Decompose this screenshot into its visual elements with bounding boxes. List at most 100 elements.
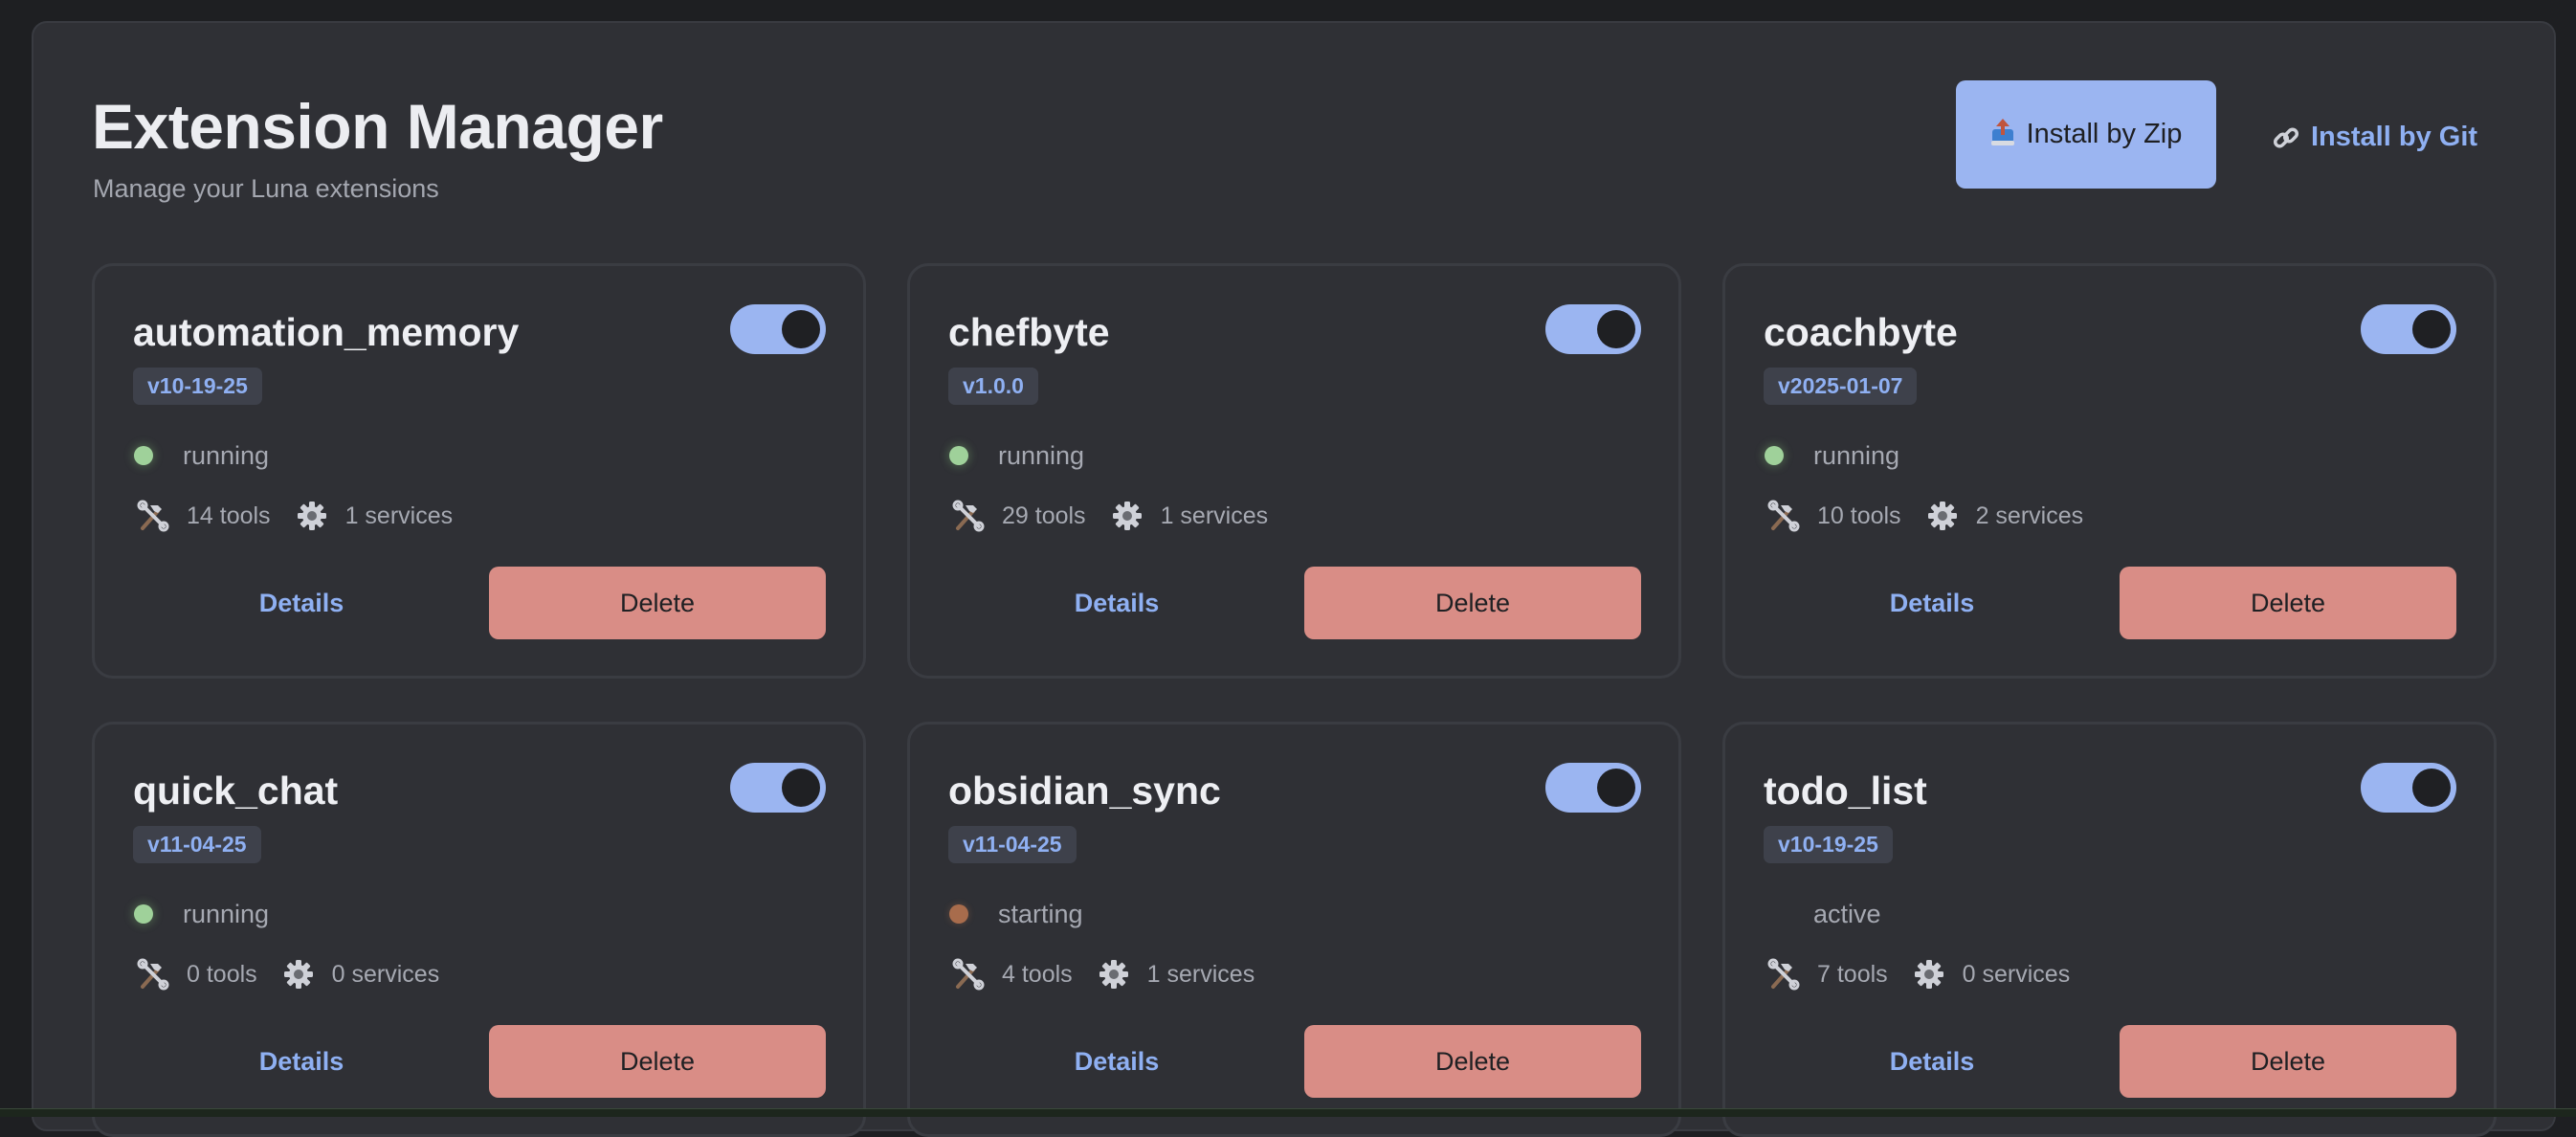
gear-icon [1098,958,1130,991]
status-row: running [1764,439,1899,472]
stats-row: 10 tools 2 services [1767,500,2108,532]
status-dot-icon [1765,446,1784,465]
gear-icon [1913,958,1945,991]
status-dot-icon [1765,904,1784,924]
version-badge: v10-19-25 [133,368,262,405]
stats-row: 4 tools 1 services [952,958,1279,991]
extension-card: automation_memory v10-19-25 running 14 t… [92,263,866,679]
status-row: starting [948,898,1083,930]
services-count: 1 services [1146,960,1255,988]
extension-card: todo_list v10-19-25 active 7 tools 0 ser… [1722,722,2497,1137]
extension-name: obsidian_sync [948,769,1221,813]
status-dot-icon [134,904,153,924]
hammer-wrench-icon [137,958,169,991]
details-button[interactable]: Details [1764,1025,2100,1098]
status-row: running [133,439,269,472]
status-dot-icon [949,904,968,924]
delete-button[interactable]: Delete [2120,1025,2456,1098]
stats-row: 29 tools 1 services [952,500,1293,532]
extension-card: quick_chat v11-04-25 running 0 tools 0 s… [92,722,866,1137]
details-button[interactable]: Details [948,1025,1285,1098]
delete-button[interactable]: Delete [489,567,826,639]
status-text: running [183,899,270,928]
gear-icon [296,500,328,532]
status-dot-icon [949,446,968,465]
install-by-zip-label: Install by Zip [2026,119,2183,149]
status-text: active [1813,899,1881,928]
services-count: 1 services [1160,502,1269,529]
status-text: running [183,440,270,470]
toggle-knob [1597,310,1635,348]
enable-toggle[interactable] [1545,304,1641,354]
bottom-strip [0,1108,2576,1117]
gear-icon [1926,500,1959,532]
services-count: 0 services [331,960,440,988]
enable-toggle[interactable] [730,304,826,354]
page-title: Extension Manager [92,91,663,162]
extension-card: obsidian_sync v11-04-25 starting 4 tools… [907,722,1681,1137]
enable-toggle[interactable] [730,763,826,813]
stats-row: 14 tools 1 services [137,500,477,532]
services-count: 1 services [344,502,454,529]
extension-manager-panel: Extension Manager Manage your Luna exten… [32,21,2556,1137]
status-text: running [998,440,1085,470]
gear-icon [282,958,315,991]
gear-icon [1111,500,1144,532]
version-badge: v11-04-25 [133,826,261,863]
status-text: starting [998,899,1083,928]
tools-count: 29 tools [1002,502,1086,529]
services-count: 0 services [1962,960,2071,988]
enable-toggle[interactable] [2361,763,2456,813]
extension-name: todo_list [1764,769,1927,813]
delete-button[interactable]: Delete [1304,567,1641,639]
status-row: active [1764,898,1881,930]
hammer-wrench-icon [137,500,169,532]
extension-grid: automation_memory v10-19-25 running 14 t… [92,263,2497,1137]
hammer-wrench-icon [952,958,985,991]
version-badge: v10-19-25 [1764,826,1893,863]
tools-count: 14 tools [187,502,271,529]
status-dot-icon [134,446,153,465]
version-badge: v1.0.0 [948,368,1038,405]
enable-toggle[interactable] [1545,763,1641,813]
delete-button[interactable]: Delete [1304,1025,1641,1098]
outbox-tray-icon [1990,118,2015,146]
enable-toggle[interactable] [2361,304,2456,354]
status-row: running [133,898,269,930]
tools-count: 10 tools [1817,502,1901,529]
hammer-wrench-icon [952,500,985,532]
version-badge: v2025-01-07 [1764,368,1918,405]
services-count: 2 services [1975,502,2084,529]
stats-row: 0 tools 0 services [137,958,464,991]
tools-count: 4 tools [1002,960,1073,988]
details-button[interactable]: Details [133,1025,470,1098]
toggle-knob [2412,769,2451,807]
details-button[interactable]: Details [1764,567,2100,639]
tools-count: 0 tools [187,960,257,988]
hammer-wrench-icon [1767,500,1800,532]
details-button[interactable]: Details [948,567,1285,639]
delete-button[interactable]: Delete [2120,567,2456,639]
extension-name: chefbyte [948,310,1110,354]
delete-button[interactable]: Delete [489,1025,826,1098]
extension-name: coachbyte [1764,310,1958,354]
extension-card: chefbyte v1.0.0 running 29 tools 1 servi… [907,263,1681,679]
status-row: running [948,439,1084,472]
install-by-git-label: Install by Git [2311,122,2478,152]
toggle-knob [782,310,820,348]
version-badge: v11-04-25 [948,826,1077,863]
install-by-git-button[interactable]: Install by Git [2273,122,2477,153]
stats-row: 7 tools 0 services [1767,958,2095,991]
extension-card: coachbyte v2025-01-07 running 10 tools 2… [1722,263,2497,679]
toggle-knob [1597,769,1635,807]
hammer-wrench-icon [1767,958,1800,991]
extension-name: quick_chat [133,769,339,813]
toggle-knob [2412,310,2451,348]
toggle-knob [782,769,820,807]
page-subtitle: Manage your Luna extensions [93,174,439,203]
tools-count: 7 tools [1817,960,1888,988]
extension-name: automation_memory [133,310,520,354]
link-icon [2273,124,2299,151]
install-by-zip-button[interactable]: Install by Zip [1956,80,2216,189]
details-button[interactable]: Details [133,567,470,639]
